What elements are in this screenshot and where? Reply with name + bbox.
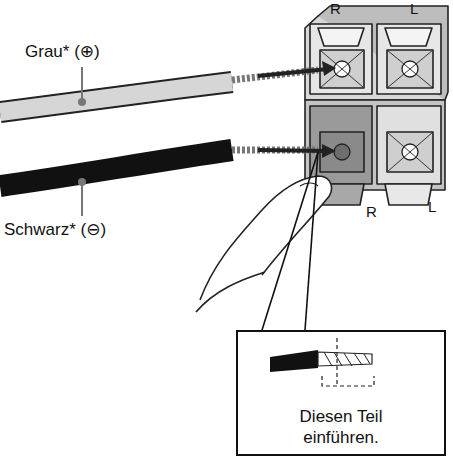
callout-box: Diesen Teil einführen. [236,330,446,456]
channel-label: R [330,0,341,17]
channel-label: L [428,198,436,215]
callout-text: Diesen Teil einführen. [238,407,444,448]
wire-color-label: Grau* (⊕) [25,42,100,62]
wire-color-label: Schwarz* (⊖) [4,220,106,240]
channel-label: R [366,203,377,220]
channel-label: L [410,0,418,17]
